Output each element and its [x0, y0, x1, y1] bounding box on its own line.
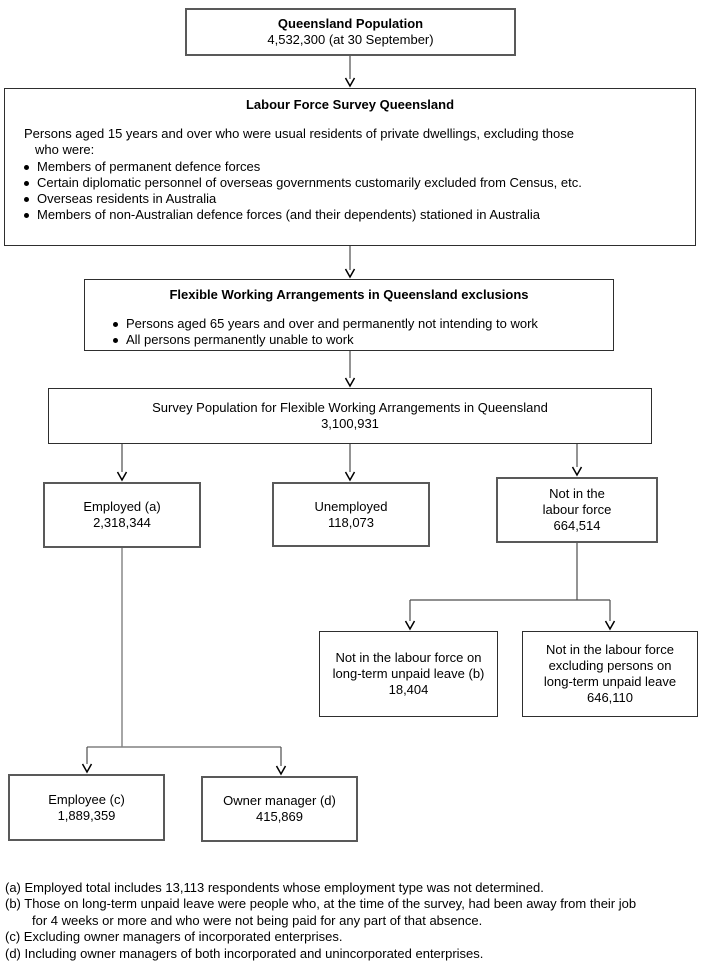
- lfs-intro-line1: Persons aged 15 years and over who were …: [24, 126, 574, 141]
- box-unemployed: Unemployed 118,073: [272, 482, 430, 547]
- fwa-exclusions-title: Flexible Working Arrangements in Queensl…: [169, 287, 529, 302]
- employee-label: Employee (c): [48, 791, 125, 807]
- bullet-icon: [24, 197, 29, 203]
- box-fwa-exclusions: Flexible Working Arrangements in Queensl…: [84, 279, 614, 351]
- labour-force-survey-title: Labour Force Survey Queensland: [245, 97, 455, 112]
- footnote-a: (a) Employed total includes 13,113 respo…: [5, 880, 544, 895]
- nilf-excl-label-line1: Not in the labour force: [546, 642, 674, 657]
- fwa-bullet-text: All persons permanently unable to work: [126, 332, 354, 348]
- lfs-bullet-item: Certain diplomatic personnel of overseas…: [24, 175, 687, 191]
- bullet-icon: [113, 322, 118, 327]
- arrowhead-nilf-to-excluding: [604, 620, 616, 631]
- nilf-value: 664,514: [553, 518, 601, 533]
- nilf-unpaid-label-line2: long-term unpaid leave (b): [332, 666, 485, 681]
- box-owner-manager: Owner manager (d) 415,869: [201, 776, 358, 842]
- queensland-population-title: Queensland Population: [277, 16, 424, 31]
- arrowhead-employed-to-employee: [81, 763, 93, 774]
- fwa-bullet-text: Persons aged 65 years and over and perma…: [126, 316, 538, 331]
- survey-population-title: Survey Population for Flexible Working A…: [152, 400, 548, 415]
- footnote-b-line1: (b) Those on long-term unpaid leave were…: [5, 896, 637, 912]
- lfs-bullet-item: Members of non-Australian defence forces…: [24, 207, 687, 223]
- arrowhead-survey-to-unemployed: [344, 471, 356, 482]
- owner-manager-label: Owner manager (d): [223, 793, 336, 808]
- box-employed: Employed (a) 2,318,344: [43, 482, 201, 548]
- footnote-c: (c) Excluding owner managers of incorpor…: [5, 929, 343, 945]
- footnotes: (a) Employed total includes 13,113 respo…: [5, 880, 707, 962]
- unemployed-label: Unemployed: [314, 498, 388, 514]
- unemployed-value: 118,073: [327, 514, 375, 530]
- box-nilf-on-unpaid-leave: Not in the labour force on long-term unp…: [319, 631, 498, 717]
- nilf-excl-label-line2: excluding persons on: [548, 658, 672, 673]
- nilf-unpaid-label-line1: Not in the labour force on: [335, 650, 482, 665]
- footnote-d: (d) Including owner managers of both inc…: [5, 945, 484, 961]
- arrowhead-employed-to-owner-manager: [275, 765, 287, 776]
- box-not-in-labour-force: Not in the labour force 664,514: [496, 477, 658, 543]
- arrowhead-survey-to-employed: [116, 471, 128, 482]
- box-survey-population: Survey Population for Flexible Working A…: [48, 388, 652, 444]
- arrowhead-exclusions-to-survey: [344, 377, 356, 388]
- fwa-bullet-item: All persons permanently unable to work: [113, 332, 605, 348]
- nilf-excl-value: 646,110: [586, 690, 634, 705]
- nilf-excl-label-line3: long-term unpaid leave: [543, 674, 677, 689]
- box-employee: Employee (c) 1,889,359: [8, 774, 165, 841]
- lfs-intro-line2: who were:: [35, 142, 95, 158]
- fwa-bullet-item: Persons aged 65 years and over and perma…: [113, 316, 605, 332]
- nilf-label-line2: labour force: [542, 502, 612, 517]
- lfs-bullet-text: Overseas residents in Australia: [37, 191, 217, 207]
- arrowhead-qld-to-lfs: [344, 77, 356, 88]
- fwa-exclusions-body: Persons aged 65 years and over and perma…: [85, 303, 613, 349]
- employee-value: 1,889,359: [57, 807, 116, 823]
- box-labour-force-survey: Labour Force Survey Queensland Persons a…: [4, 88, 696, 246]
- box-nilf-excluding-unpaid-leave: Not in the labour force excluding person…: [522, 631, 698, 717]
- employed-label: Employed (a): [83, 499, 161, 514]
- bullet-icon: [24, 213, 29, 219]
- nilf-label-line1: Not in the: [549, 486, 605, 501]
- arrowhead-lfs-to-exclusions: [344, 268, 356, 279]
- owner-manager-value: 415,869: [256, 809, 303, 824]
- survey-population-value: 3,100,931: [321, 416, 379, 431]
- arrowhead-survey-to-nilf: [571, 466, 583, 477]
- labour-force-survey-body: Persons aged 15 years and over who were …: [5, 113, 695, 224]
- footnote-b-line2: for 4 weeks or more and who were not bei…: [32, 912, 483, 928]
- bullet-icon: [24, 180, 29, 186]
- lfs-bullet-text: Members of non-Australian defence forces…: [37, 207, 540, 223]
- lfs-bullet-text: Members of permanent defence forces: [37, 158, 261, 174]
- bullet-icon: [113, 338, 118, 344]
- employed-value: 2,318,344: [93, 515, 151, 530]
- lfs-bullet-text: Certain diplomatic personnel of overseas…: [37, 174, 582, 190]
- queensland-population-value: 4,532,300 (at 30 September): [267, 32, 434, 47]
- arrowhead-nilf-to-unpaid-leave: [404, 620, 416, 631]
- nilf-unpaid-value: 18,404: [388, 682, 429, 697]
- box-queensland-population: Queensland Population 4,532,300 (at 30 S…: [185, 8, 516, 56]
- lfs-bullet-item: Members of permanent defence forces: [24, 159, 687, 175]
- lfs-bullet-item: Overseas residents in Australia: [24, 191, 687, 207]
- bullet-icon: [24, 164, 29, 170]
